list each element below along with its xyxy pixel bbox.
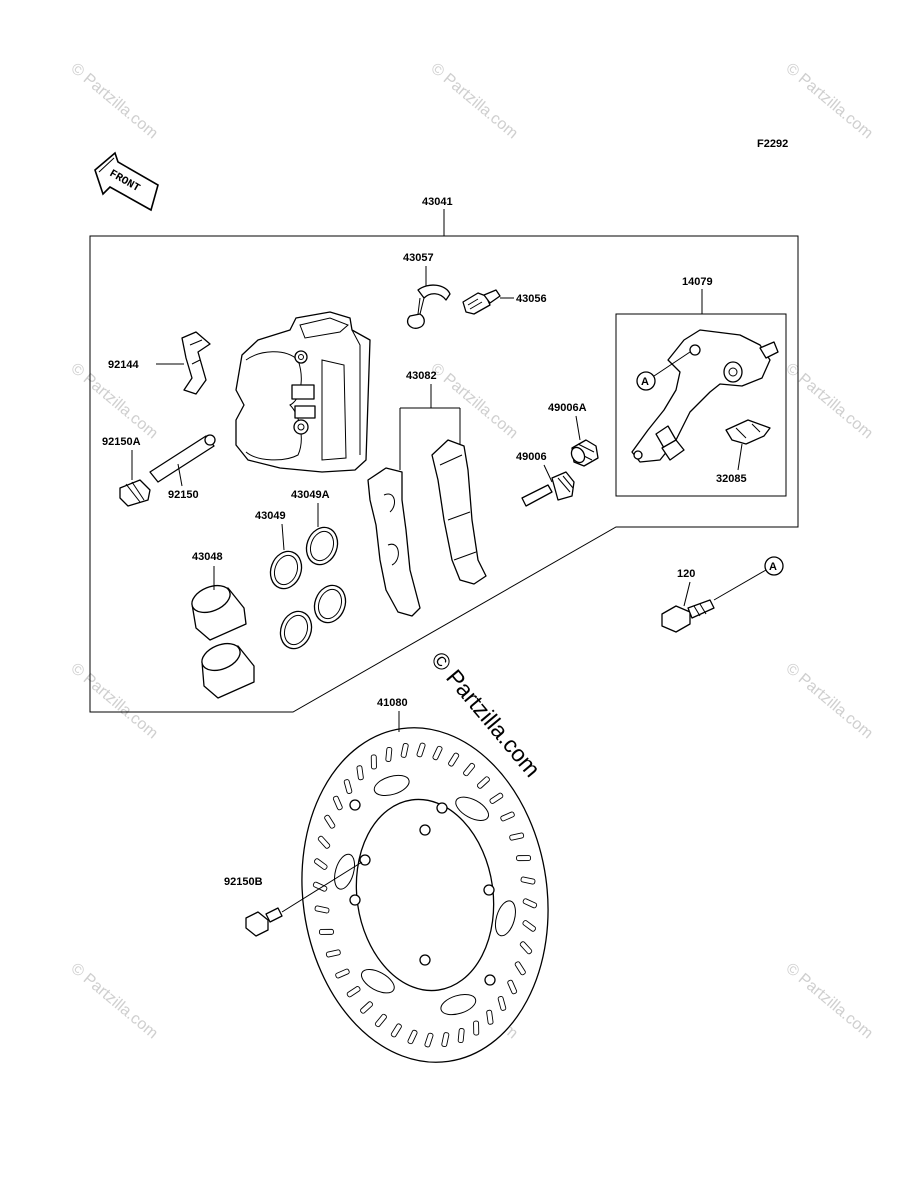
disc-vent-slot [514,961,526,976]
callout-92150B: 92150B [224,876,263,888]
brake-pads [367,439,487,617]
disc-vent-slot [390,1023,402,1038]
disc-vent-slot [416,742,426,758]
callout-43057: 43057 [403,252,434,264]
holder-pad-spring [725,419,771,445]
brake-disc [301,727,549,1063]
disc-vent-slot [370,754,377,770]
watermark-tile: © Partzilla.com [427,360,521,442]
assembly-outline [89,235,799,713]
disc-vent-slot [432,745,443,761]
disc-lightening-hole [440,993,477,1016]
disc-vent-slot [519,941,533,955]
ref-a-label: A [641,376,649,388]
slide-pin [521,471,575,507]
disc-vent-slot [407,1029,418,1045]
disc-vent-slot [522,920,536,932]
disc-vent-slot [516,855,531,862]
watermark-tile: © Partzilla.com [782,960,876,1042]
callout-14079: 14079 [682,276,713,288]
watermark-tile: © Partzilla.com [67,960,161,1042]
disc-vent-slot [314,905,330,914]
ref-a-marker: A [636,351,691,391]
watermark-tile: © Partzilla.com [782,360,876,442]
disc-vent-slot [476,776,490,789]
disc-vent-slot [520,876,536,885]
disc-lightening-hole [455,796,490,821]
pad-spring-clip [181,331,211,395]
callout-43082: 43082 [406,370,437,382]
disc-vent-slot [497,996,507,1011]
disc-vent-slot [356,765,364,781]
callout-43056: 43056 [516,293,547,305]
disc-lightening-hole [494,900,516,937]
holder-bolt [661,599,715,633]
callout-43049A: 43049A [291,489,330,501]
disc-vent-slot [441,1032,450,1048]
disc-vent-slot [314,858,328,870]
callout-92150: 92150 [168,489,199,501]
front-arrow-icon: FRONT [94,151,159,212]
disc-vent-slot [374,1013,387,1028]
disc-vent-slot [457,1028,465,1044]
disc-lightening-hole [373,774,410,797]
disc-vent-slot [325,949,341,958]
disc-vent-slot [360,1001,374,1014]
piston-seals [269,526,347,650]
disc-vent-slot [317,835,331,849]
watermark-tile: © Partzilla.com [782,660,876,742]
disc-bolt [245,907,283,937]
disc-vent-slot [507,979,518,995]
callout-41080: 41080 [377,697,408,709]
callout-92150A: 92150A [102,436,141,448]
holder-box [615,313,787,497]
disc-vent-slot [332,795,343,811]
disc-vent-slot [486,1009,494,1025]
ref-a-marker-bolt: A [713,556,784,601]
ref-a-label: A [769,561,777,573]
disc-vent-slot [400,742,409,758]
disc-vent-slot [319,928,334,935]
disc-vent-slot [489,792,504,804]
disc-vent-slot [473,1020,480,1036]
pistons [191,584,255,699]
disc-vent-slot [346,986,361,998]
callout-120: 120 [677,568,695,580]
pin-boot-a [570,439,599,467]
disc-vent-slot [448,752,460,767]
callout-43041: 43041 [422,196,453,208]
disc-lightening-hole [334,853,356,890]
bleeder-valve [462,289,501,315]
caliper-holder [631,329,779,463]
watermark-tile: © Partzilla.com [67,660,161,742]
disc-vent-slot [335,968,350,979]
callout-32085: 32085 [716,473,747,485]
callout-43049: 43049 [255,510,286,522]
callout-49006A: 49006A [548,402,587,414]
disc-vent-slot [509,832,525,841]
watermark-tile: © Partzilla.com [67,60,161,142]
callout-43048: 43048 [192,551,223,563]
disc-vent-slot [424,1032,434,1048]
disc-vent-slot [343,779,353,794]
watermark-tile: © Partzilla.com [782,60,876,142]
caliper-pin [149,434,216,483]
pin-plug [119,479,151,507]
disc-vent-slot [522,898,538,909]
figure-code: F2292 [757,138,788,150]
callout-49006: 49006 [516,451,547,463]
callout-92144: 92144 [108,359,139,371]
disc-vent-slot [385,746,393,762]
disc-lightening-hole [360,969,395,994]
hose-fitting [406,284,451,329]
disc-vent-slot [463,762,476,777]
disc-vent-slot [500,811,515,822]
watermark-tile: © Partzilla.com [67,360,161,442]
caliper-body [235,311,371,473]
watermark-tile: © Partzilla.com [427,60,521,142]
disc-vent-slot [324,814,336,829]
